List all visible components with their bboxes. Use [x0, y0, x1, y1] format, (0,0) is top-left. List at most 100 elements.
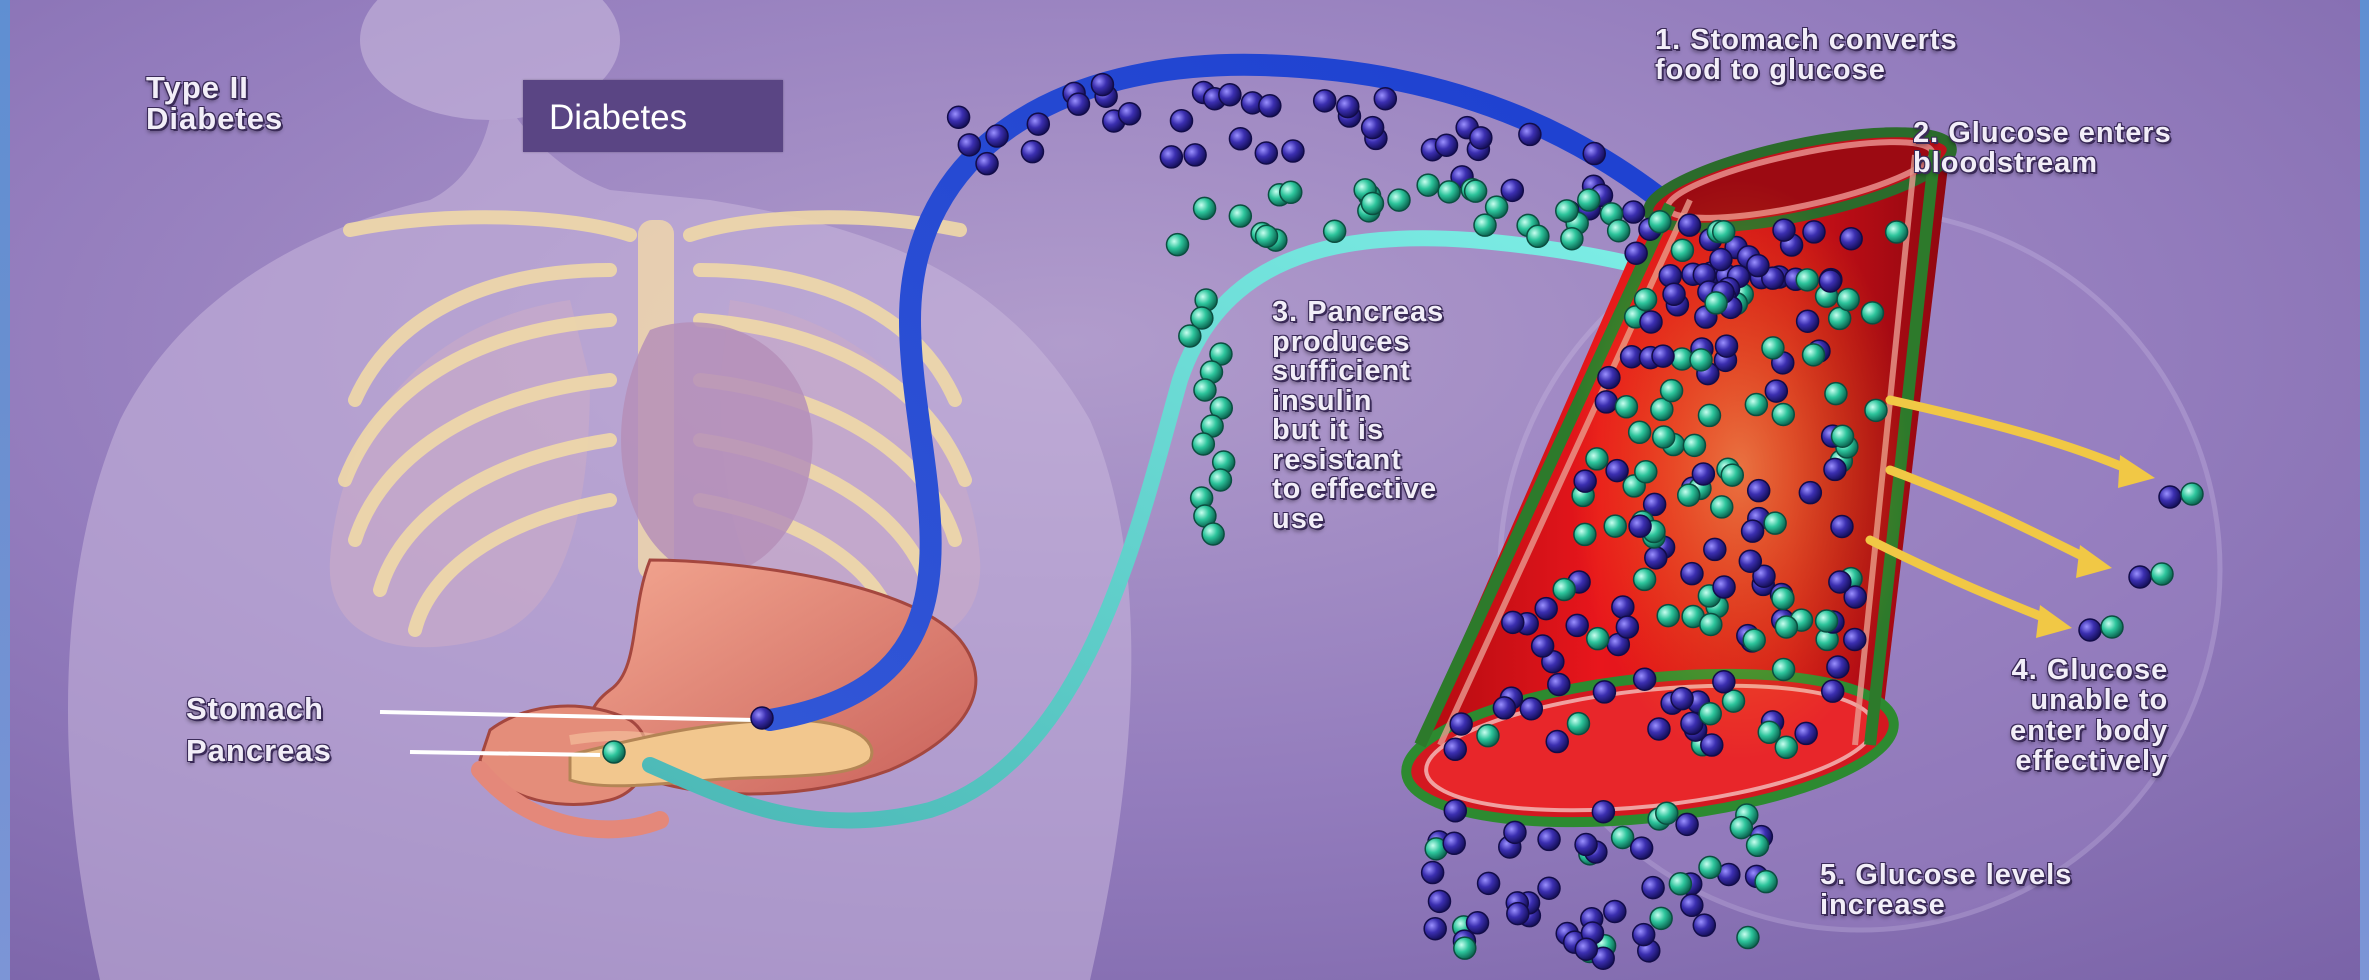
glucose-molecule	[986, 125, 1008, 147]
insulin-molecule	[1574, 523, 1596, 545]
glucose-molecule	[1450, 713, 1472, 735]
step-2-label: 2. Glucose enters bloodstream	[1913, 118, 2172, 179]
insulin-molecule	[1755, 871, 1777, 893]
glucose-molecule	[1645, 547, 1667, 569]
glucose-molecule	[1827, 656, 1849, 678]
glucose-molecule	[1598, 367, 1620, 389]
insulin-molecule	[1699, 703, 1721, 725]
glucose-molecule	[1535, 598, 1557, 620]
glucose-molecule	[1519, 123, 1541, 145]
glucose-molecule	[1803, 221, 1825, 243]
glucose-molecule	[1566, 614, 1588, 636]
glucose-molecule	[1443, 832, 1465, 854]
insulin-molecule	[1553, 578, 1575, 600]
insulin-molecule	[1608, 220, 1630, 242]
glucose-molecule	[1633, 924, 1655, 946]
step-5-label: 5. Glucose levels increase	[1820, 860, 2072, 921]
glucose-molecule	[1219, 84, 1241, 106]
insulin-molecule	[1775, 616, 1797, 638]
insulin-molecule	[1723, 690, 1745, 712]
glucose-molecule	[1829, 571, 1851, 593]
glucose-molecule	[1021, 141, 1043, 163]
glucose-molecule	[948, 106, 970, 128]
glucose-molecule	[1314, 90, 1336, 112]
insulin-molecule	[1194, 197, 1216, 219]
glucose-molecule	[1444, 800, 1466, 822]
insulin-molecule	[2151, 563, 2173, 585]
insulin-molecule	[1837, 288, 1859, 310]
glucose-molecule	[1575, 833, 1597, 855]
title-box: Diabetes	[523, 80, 783, 152]
glucose-molecule	[1765, 380, 1787, 402]
glucose-molecule	[1622, 201, 1644, 223]
insulin-molecule	[1816, 610, 1838, 632]
insulin-molecule	[1832, 425, 1854, 447]
glucose-molecule	[1612, 596, 1634, 618]
glucose-molecule	[1493, 697, 1515, 719]
glucose-molecule	[1255, 142, 1277, 164]
insulin-molecule	[1527, 225, 1549, 247]
glucose-molecule	[1362, 117, 1384, 139]
insulin-molecule	[1886, 221, 1908, 243]
insulin-molecule	[1586, 448, 1608, 470]
glucose-molecule	[1374, 88, 1396, 110]
glucose-molecule	[1282, 140, 1304, 162]
glucose-molecule	[1548, 673, 1570, 695]
glucose-molecule	[2079, 619, 2101, 641]
insulin-molecule	[1653, 426, 1675, 448]
glucose-molecule	[1467, 912, 1489, 934]
glucose-molecule	[1259, 95, 1281, 117]
insulin-molecule	[1656, 802, 1678, 824]
glucose-molecule	[1593, 681, 1615, 703]
insulin-molecule	[1773, 658, 1795, 680]
glucose-molecule	[1844, 628, 1866, 650]
insulin-molecule	[1713, 221, 1735, 243]
glucose-molecule	[1170, 110, 1192, 132]
glucose-molecule	[751, 707, 773, 729]
insulin-molecule	[1661, 380, 1683, 402]
glucose-molecule	[1676, 813, 1698, 835]
glucose-molecule	[1184, 144, 1206, 166]
insulin-molecule	[1194, 379, 1216, 401]
insulin-molecule	[1745, 394, 1767, 416]
insulin-molecule	[1578, 189, 1600, 211]
glucose-molecule	[1507, 903, 1529, 925]
glucose-molecule	[1502, 611, 1524, 633]
glucose-molecule	[1710, 249, 1732, 271]
insulin-molecule	[1229, 205, 1251, 227]
glucose-molecule	[1822, 680, 1844, 702]
insulin-molecule	[1671, 239, 1693, 261]
glucose-molecule	[1595, 391, 1617, 413]
glucose-molecule	[1424, 918, 1446, 940]
glucose-molecule	[1606, 460, 1628, 482]
insulin-molecule	[1764, 512, 1786, 534]
insulin-molecule	[1737, 927, 1759, 949]
insulin-molecule	[1635, 289, 1657, 311]
insulin-molecule	[1683, 434, 1705, 456]
step-4-label: 4. Glucose unable to enter body effectiv…	[2010, 655, 2168, 777]
insulin-molecule	[1700, 613, 1722, 635]
insulin-molecule	[1615, 396, 1637, 418]
glucose-molecule	[1840, 228, 1862, 250]
insulin-molecule	[1587, 628, 1609, 650]
insulin-molecule	[1678, 484, 1700, 506]
insulin-molecule	[1324, 220, 1346, 242]
glucose-molecule	[1739, 550, 1761, 572]
insulin-molecule	[1730, 817, 1752, 839]
glucose-molecule	[1504, 821, 1526, 843]
insulin-molecule	[1179, 325, 1201, 347]
glucose-molecule	[1831, 515, 1853, 537]
insulin-molecule	[1796, 269, 1818, 291]
glucose-molecule	[1693, 914, 1715, 936]
step-1-label: 1. Stomach converts food to glucose	[1655, 25, 1958, 86]
insulin-molecule	[1167, 234, 1189, 256]
insulin-molecule	[1280, 181, 1302, 203]
glucose-molecule	[1713, 671, 1735, 693]
glucose-molecule	[1444, 738, 1466, 760]
glucose-molecule	[1797, 310, 1819, 332]
glucose-molecule	[1819, 270, 1841, 292]
glucose-molecule	[1119, 103, 1141, 125]
insulin-molecule	[1865, 399, 1887, 421]
glucose-molecule	[1520, 698, 1542, 720]
